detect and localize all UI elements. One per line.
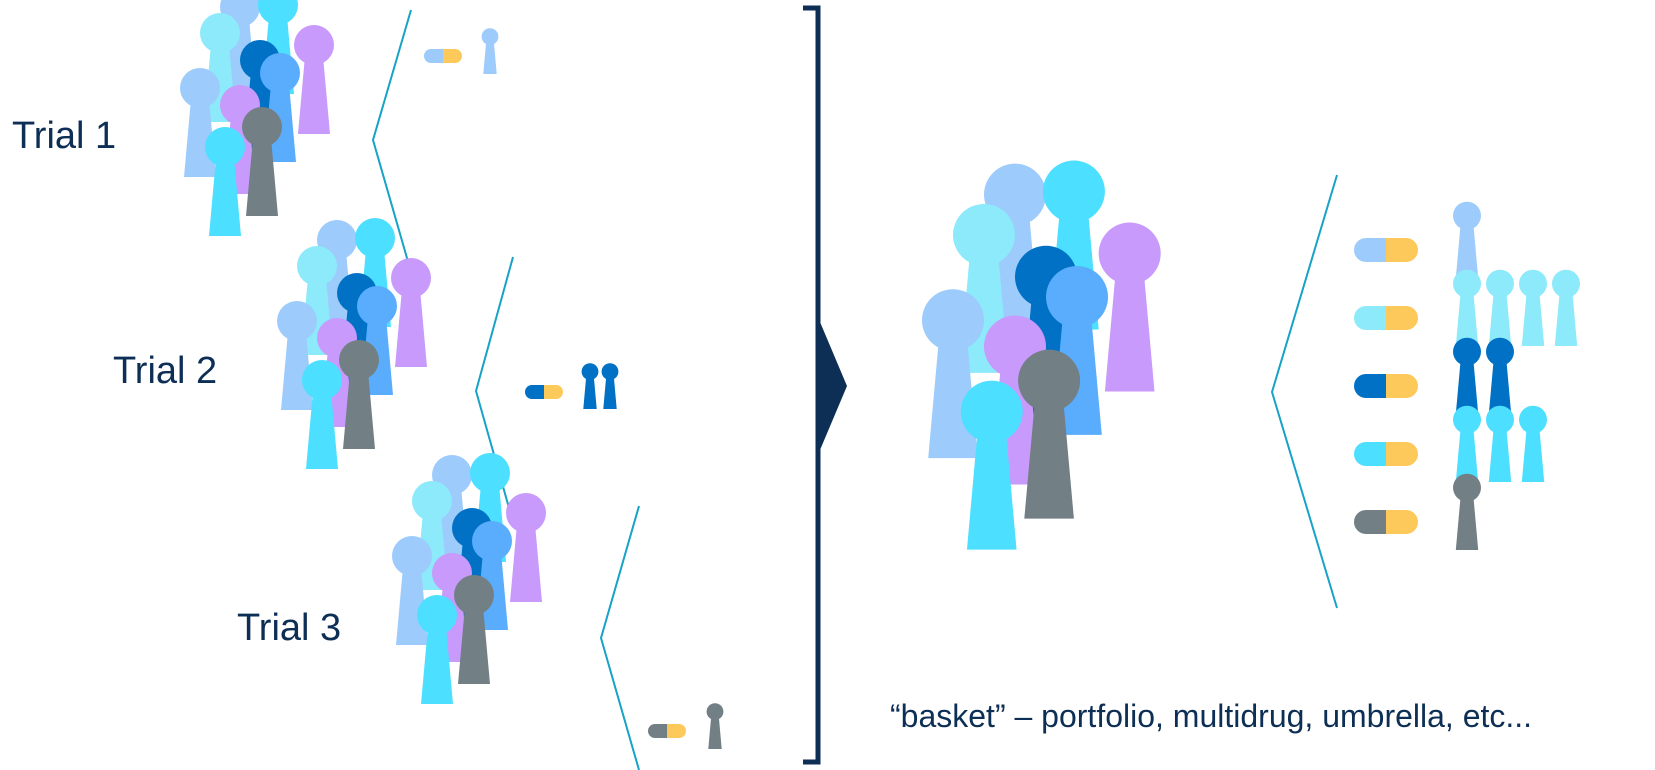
person-pawn-icon <box>1486 337 1514 414</box>
person-pawn-icon <box>1486 269 1514 346</box>
trial-3-label: Trial 3 <box>237 607 341 649</box>
person-pawn-icon <box>294 25 334 134</box>
person-pawn-icon <box>454 575 494 684</box>
trial-3-divider <box>599 505 640 770</box>
person-pawn-icon <box>960 380 1023 550</box>
trial-2-crowd <box>277 218 431 469</box>
person-pawn-icon <box>1486 405 1514 482</box>
person-pawn-icon <box>1453 201 1481 278</box>
basket-caption: “basket” – portfolio, multidrug, umbrell… <box>890 698 1532 734</box>
person-pawn-icon <box>417 595 457 704</box>
person-pawn-icon <box>1453 269 1481 346</box>
person-pawn-icon <box>506 493 546 602</box>
trial-1-label: Trial 1 <box>12 115 116 157</box>
person-pawn-icon <box>339 340 379 449</box>
person-pawn-icon <box>601 363 619 409</box>
capsule-icon <box>1354 238 1418 262</box>
person-pawn-icon <box>1453 473 1481 550</box>
person-pawn-icon <box>1098 222 1161 392</box>
capsule-icon <box>1354 510 1418 534</box>
person-pawn-icon <box>1519 269 1547 346</box>
trial-1-group: Trial 1 <box>12 0 499 273</box>
person-pawn-icon <box>1453 405 1481 482</box>
person-pawn-icon <box>242 107 282 216</box>
person-pawn-icon <box>205 127 245 236</box>
trial-1-arms <box>424 28 499 74</box>
capsule-icon <box>648 724 686 738</box>
bracket <box>803 5 821 765</box>
trial-3-group: Trial 3 <box>237 453 724 770</box>
basket-arms <box>1354 201 1580 550</box>
trial-2-label: Trial 2 <box>113 350 217 392</box>
arrow-right-icon <box>820 322 847 450</box>
person-pawn-icon <box>1552 269 1580 346</box>
capsule-icon <box>424 49 462 63</box>
basket-group: “basket” – portfolio, multidrug, umbrell… <box>890 160 1580 734</box>
basket-crowd <box>922 160 1161 550</box>
person-pawn-icon <box>581 363 599 409</box>
person-pawn-icon <box>302 360 342 469</box>
basket-divider <box>1270 174 1338 609</box>
person-pawn-icon <box>1519 405 1547 482</box>
trial-2-arms <box>525 363 619 409</box>
capsule-icon <box>1354 306 1418 330</box>
person-pawn-icon <box>706 703 724 749</box>
trial-1-crowd <box>180 0 334 236</box>
person-pawn-icon <box>1018 349 1081 519</box>
trial-3-arms <box>648 703 724 749</box>
trial-1-divider <box>371 9 412 273</box>
trial-3-crowd <box>392 453 546 704</box>
person-pawn-icon <box>481 28 499 74</box>
capsule-icon <box>1354 374 1418 398</box>
person-pawn-icon <box>391 258 431 367</box>
trial-2-group: Trial 2 <box>113 218 619 523</box>
capsule-icon <box>525 385 563 399</box>
capsule-icon <box>1354 442 1418 466</box>
person-pawn-icon <box>1453 337 1481 414</box>
